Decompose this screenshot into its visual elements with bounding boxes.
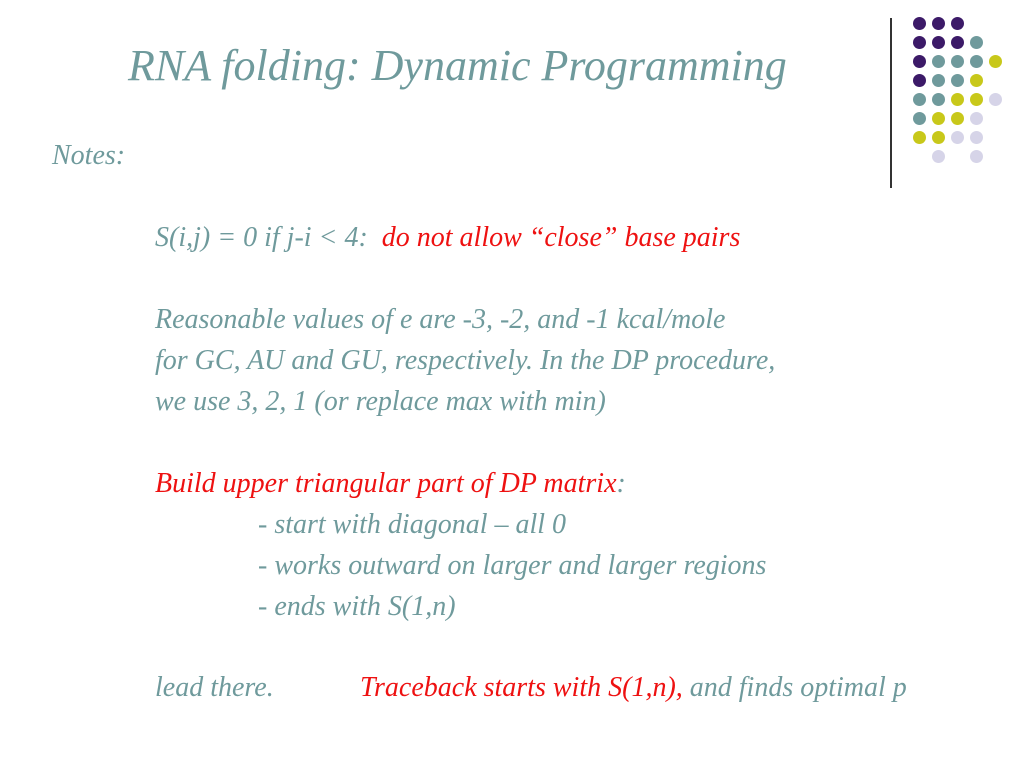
dot	[951, 131, 964, 144]
energy-line-3: we use 3, 2, 1 (or replace max with min)	[155, 386, 606, 417]
rule-math: S(i,j) = 0 if j-i < 4:	[155, 222, 368, 253]
dot	[913, 74, 926, 87]
dot	[932, 74, 945, 87]
title-divider	[890, 18, 892, 188]
traceback-line: Traceback starts with S(1,n), and finds …	[360, 672, 907, 704]
dot	[951, 93, 964, 106]
dot	[913, 93, 926, 106]
dot	[913, 36, 926, 49]
dot	[970, 74, 983, 87]
energy-line-2: for GC, AU and GU, respectively. In the …	[155, 345, 776, 376]
dot	[932, 93, 945, 106]
dot	[932, 17, 945, 30]
dot	[951, 74, 964, 87]
dot	[951, 112, 964, 125]
dot	[932, 150, 945, 163]
build-heading: Build upper triangular part of DP matrix…	[155, 468, 626, 500]
build-step-2: - works outward on larger and larger reg…	[258, 550, 767, 581]
dot	[913, 112, 926, 125]
rule-emphasis: do not allow “close” base pairs	[381, 222, 741, 253]
build-step-3: - ends with S(1,n)	[258, 591, 456, 622]
dot	[913, 55, 926, 68]
dot	[932, 55, 945, 68]
dot	[913, 17, 926, 30]
build-heading-text: Build upper triangular part of DP matrix	[155, 468, 617, 499]
dot	[970, 112, 983, 125]
dot	[951, 36, 964, 49]
build-heading-colon: :	[616, 468, 626, 499]
dot	[970, 36, 983, 49]
dot	[970, 93, 983, 106]
slide-title: RNA folding: Dynamic Programming	[128, 41, 787, 90]
dot	[970, 55, 983, 68]
dot	[951, 17, 964, 30]
dot	[970, 150, 983, 163]
traceback-emphasis: Traceback starts with S(1,n),	[360, 672, 683, 703]
traceback-rest: and finds optimal p	[682, 672, 907, 703]
dot	[970, 131, 983, 144]
dot	[989, 93, 1002, 106]
dot	[932, 131, 945, 144]
dot	[989, 55, 1002, 68]
notes-label: Notes:	[52, 140, 126, 171]
dot	[932, 112, 945, 125]
dot	[913, 131, 926, 144]
traceback-lead: lead there.	[155, 672, 274, 703]
energy-line-1: Reasonable values of e are -3, -2, and -…	[155, 304, 726, 335]
rule-line: S(i,j) = 0 if j-i < 4: do not allow “clo…	[155, 222, 740, 254]
dot	[932, 36, 945, 49]
build-step-1: - start with diagonal – all 0	[258, 509, 567, 540]
dot	[951, 55, 964, 68]
